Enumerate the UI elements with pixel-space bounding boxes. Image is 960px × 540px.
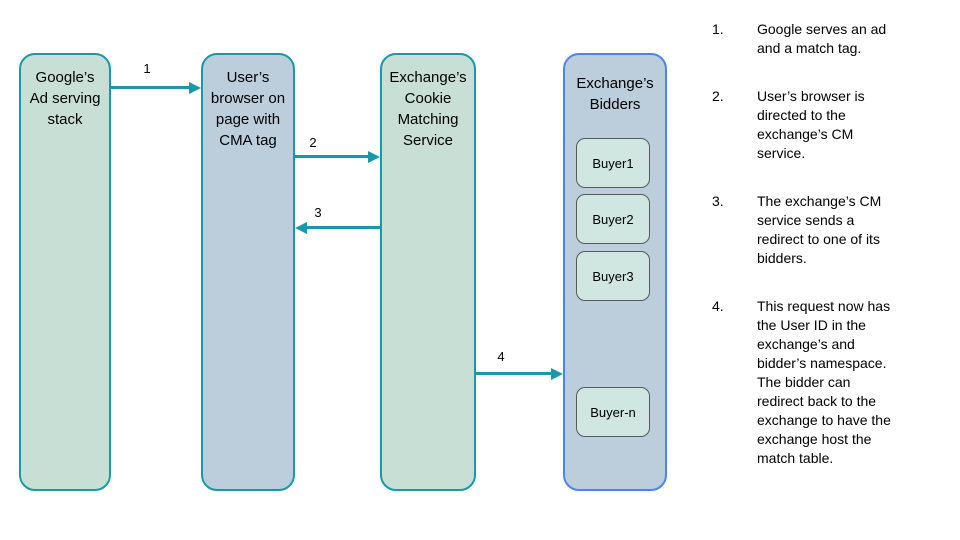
arrow-3-head-icon	[295, 222, 307, 234]
step-item-2: 2. User’s browser is directed to the exc…	[712, 87, 958, 163]
node-user-browser-title: User’s browser on page with CMA tag	[210, 69, 286, 149]
step-3-text: The exchange’s CM service sends a redire…	[757, 193, 882, 266]
node-google-ad-stack-title: Google’s Ad serving stack	[29, 69, 101, 128]
arrow-1-line	[111, 86, 190, 89]
step-3-number: 3.	[712, 193, 724, 209]
buyer2-box: Buyer2	[576, 194, 650, 244]
arrow-2-line	[295, 155, 368, 158]
arrow-4-head-icon	[551, 368, 563, 380]
node-exchange-bidders: Exchange’s Bidders Buyer1 Buyer2 Buyer3 …	[563, 53, 667, 491]
node-exchange-bidders-title: Exchange’s Bidders	[576, 75, 654, 113]
step-item-1: 1. Google serves an ad and a match tag.	[712, 20, 958, 58]
buyer1-label: Buyer1	[592, 155, 634, 171]
step-4-number: 4.	[712, 298, 724, 314]
node-user-browser: User’s browser on page with CMA tag	[201, 53, 295, 491]
arrow-2-label: 2	[309, 135, 317, 150]
arrow-3-line	[307, 226, 380, 229]
steps-list: 1. Google serves an ad and a match tag. …	[712, 20, 958, 497]
buyer2-label: Buyer2	[592, 211, 634, 227]
arrow-4-line	[476, 372, 551, 375]
step-item-4: 4. This request now has the User ID in t…	[712, 297, 958, 468]
node-cookie-matching-service-title: Exchange’s Cookie Matching Service	[389, 69, 467, 149]
buyer3-label: Buyer3	[592, 268, 634, 284]
arrow-4-label: 4	[497, 349, 505, 364]
step-2-text: User’s browser is directed to the exchan…	[757, 88, 865, 161]
arrow-1-head-icon	[189, 82, 201, 94]
buyer-n-label: Buyer-n	[590, 404, 636, 420]
buyer3-box: Buyer3	[576, 251, 650, 301]
arrow-2-head-icon	[368, 151, 380, 163]
buyer-n-box: Buyer-n	[576, 387, 650, 437]
step-4-text: This request now has the User ID in the …	[757, 298, 891, 466]
node-cookie-matching-service: Exchange’s Cookie Matching Service	[380, 53, 476, 491]
node-google-ad-stack: Google’s Ad serving stack	[19, 53, 111, 491]
arrow-3-label: 3	[314, 205, 322, 220]
arrow-1-label: 1	[143, 61, 151, 76]
step-1-number: 1.	[712, 21, 724, 37]
buyer1-box: Buyer1	[576, 138, 650, 188]
step-1-text: Google serves an ad and a match tag.	[757, 21, 887, 56]
step-2-number: 2.	[712, 88, 724, 104]
step-item-3: 3. The exchange’s CM service sends a red…	[712, 192, 958, 268]
